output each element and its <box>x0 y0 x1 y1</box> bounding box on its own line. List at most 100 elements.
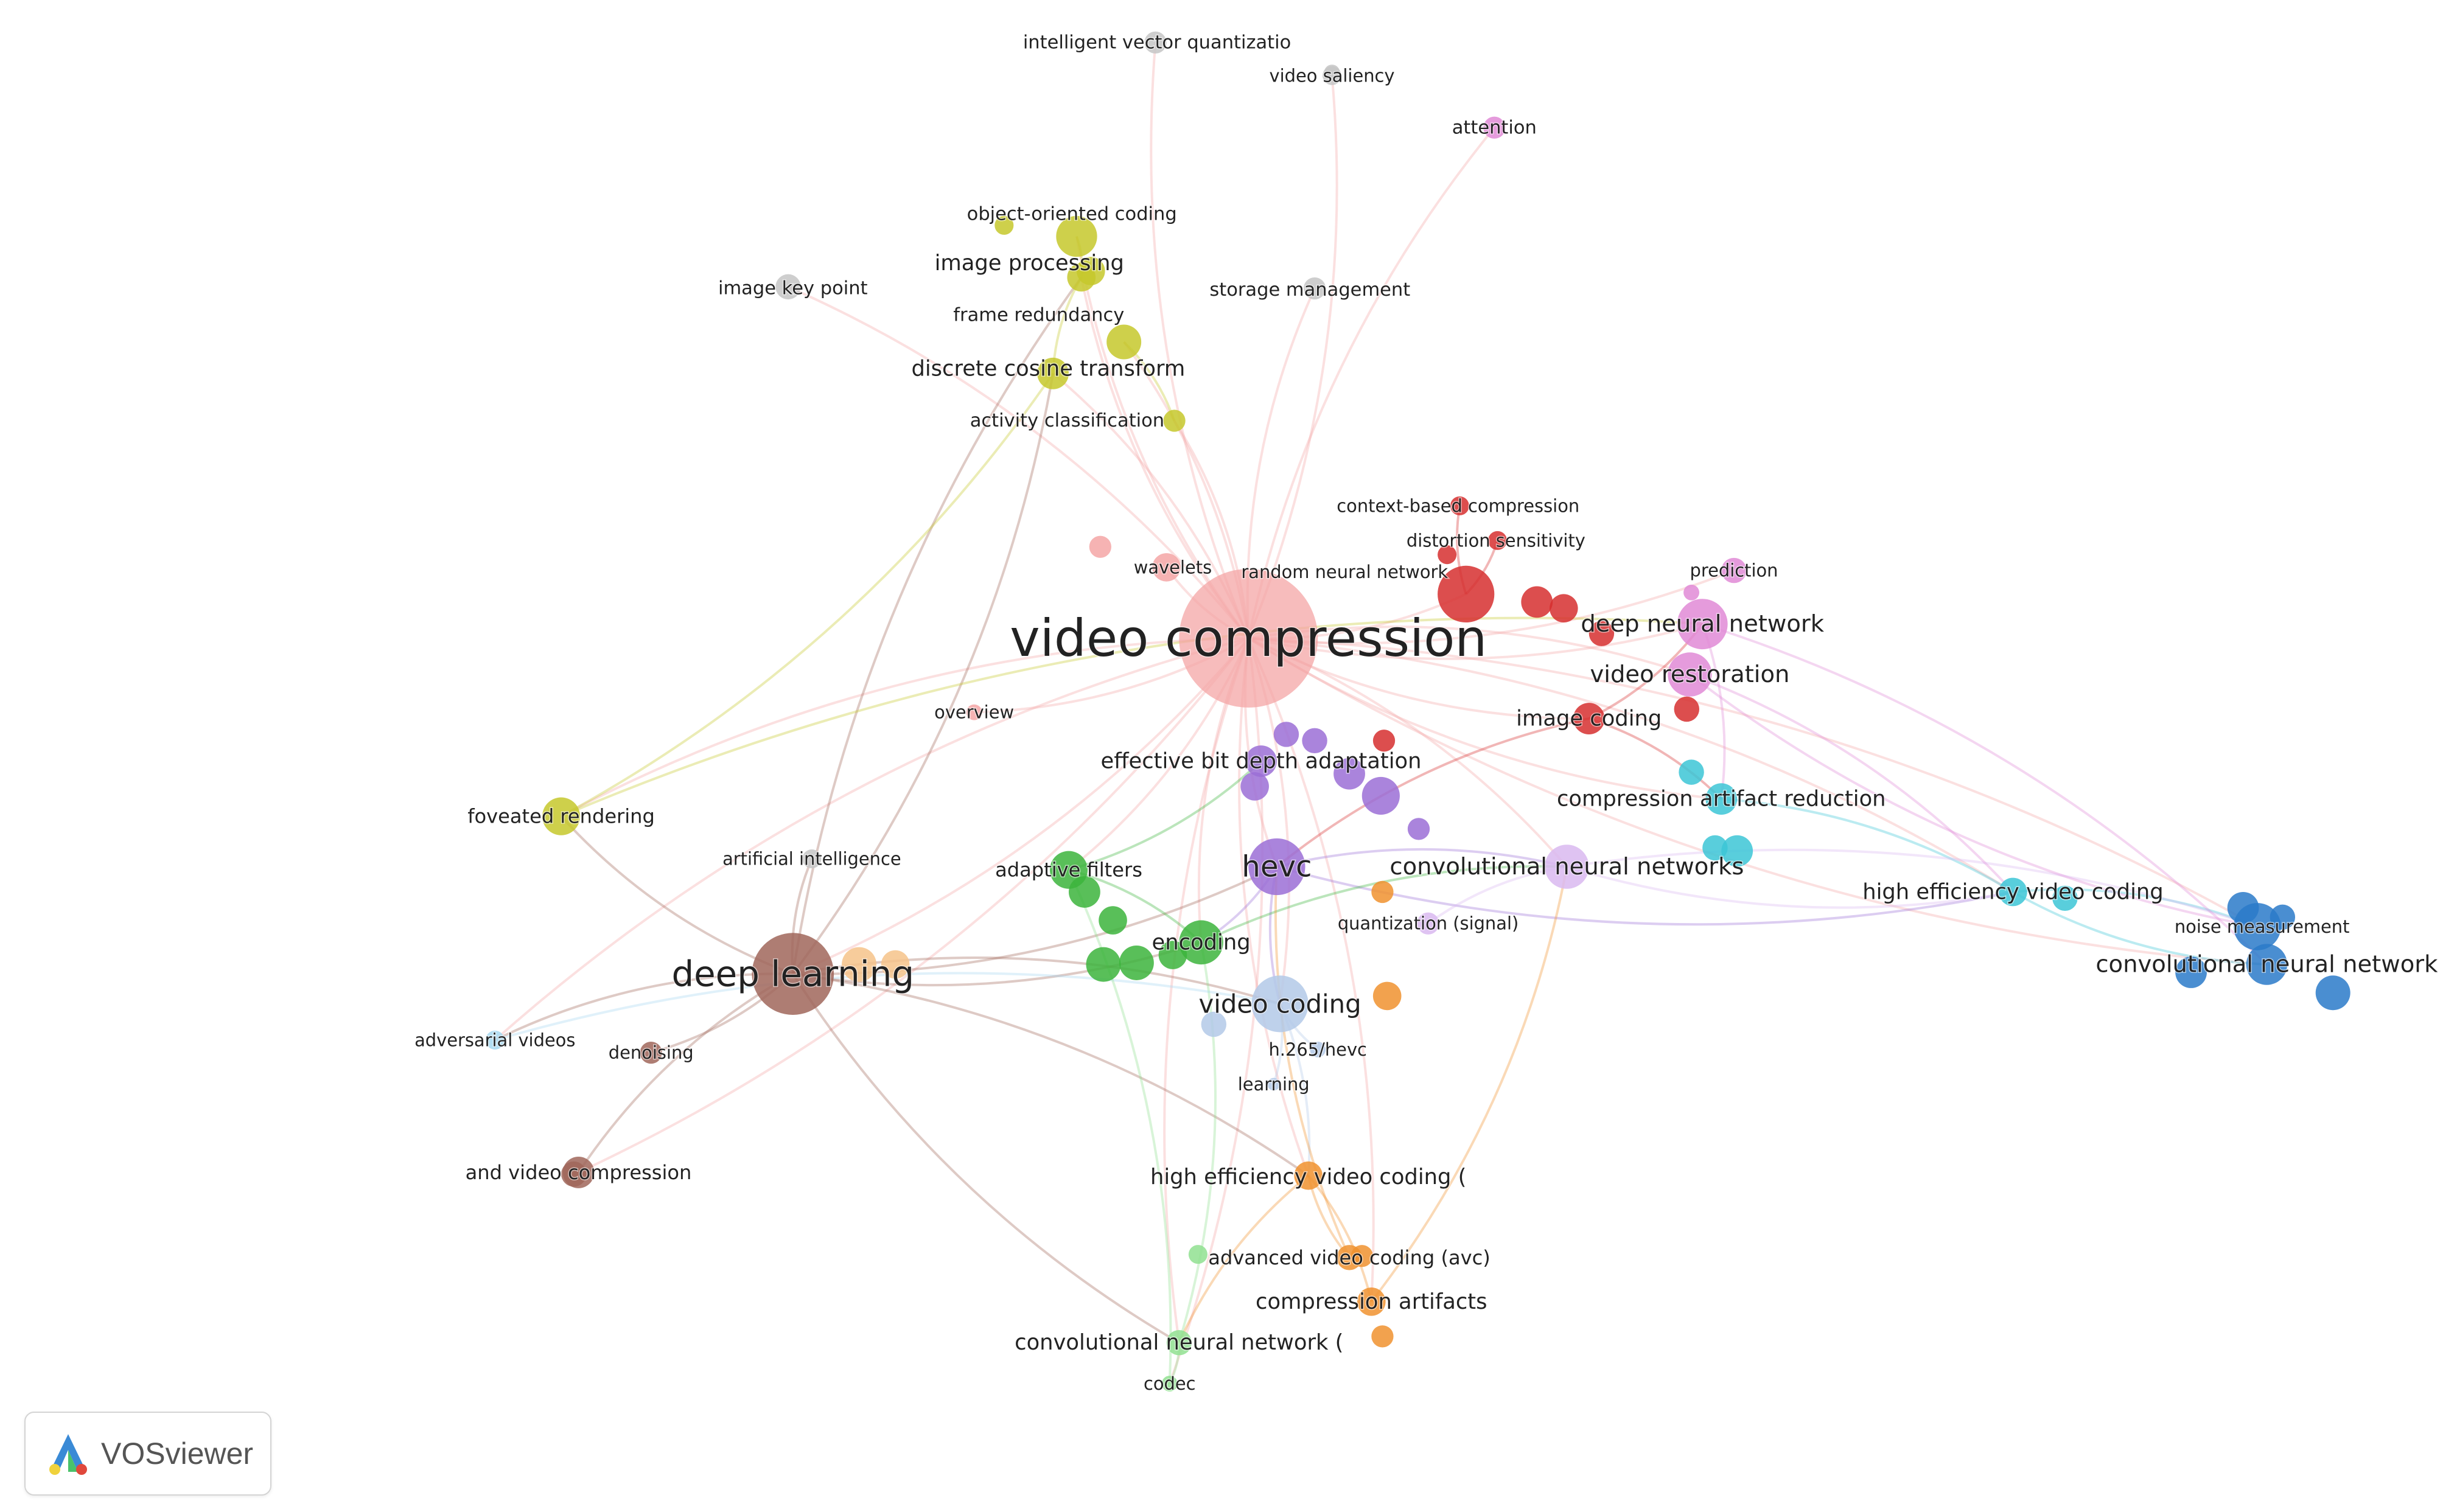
node-image-processing[interactable] <box>1067 263 1096 292</box>
label-image-coding[interactable]: image coding <box>1515 705 1663 732</box>
node-convolutional-neural-networks[interactable] <box>1545 845 1589 889</box>
node-deep-neural-network[interactable] <box>1677 599 1728 650</box>
node-unlabeled-0[interactable] <box>1089 535 1111 558</box>
node-image-key-point[interactable] <box>775 274 801 300</box>
node-unlabeled-29[interactable] <box>1371 880 1394 904</box>
node-unlabeled-36[interactable] <box>994 215 1014 235</box>
node-noise-measurement[interactable] <box>2234 903 2281 950</box>
label-convolutional-neural-network[interactable]: convolutional neural network ( <box>1014 1329 1344 1356</box>
node-unlabeled-11[interactable] <box>1240 772 1269 801</box>
node-unlabeled-21[interactable] <box>1721 835 1753 867</box>
node-unlabeled-5[interactable] <box>1588 621 1615 646</box>
label-context-based-compression[interactable]: context-based compression <box>1336 495 1581 517</box>
node-and-video-compression[interactable] <box>562 1157 595 1188</box>
node-attention[interactable] <box>1483 116 1506 139</box>
node-video-compression[interactable] <box>1179 568 1318 708</box>
node-unlabeled-8[interactable] <box>1674 696 1700 722</box>
node-effective-bit-depth-adaptation[interactable] <box>1245 745 1277 777</box>
node-random-neural-network[interactable] <box>1438 565 1495 623</box>
node-activity-classification[interactable] <box>1163 409 1186 432</box>
node-unlabeled-33[interactable] <box>1188 1245 1208 1264</box>
node-adversarial-videos[interactable] <box>485 1030 505 1050</box>
label-learning[interactable]: learning <box>1237 1073 1310 1095</box>
node-unlabeled-22[interactable] <box>1702 835 1728 861</box>
label-storage-management[interactable]: storage management <box>1209 279 1411 302</box>
node-artificial-intelligence[interactable] <box>802 849 822 869</box>
label-advanced-video-coding-avc[interactable]: advanced video coding (avc) <box>1208 1245 1491 1270</box>
node-denoising[interactable] <box>640 1041 662 1064</box>
node-prediction[interactable] <box>1721 557 1747 584</box>
label-distortion-sensitivity[interactable]: distortion sensitivity <box>1405 529 1586 552</box>
node-wavelets[interactable] <box>1152 553 1181 582</box>
node-codec[interactable] <box>1161 1376 1178 1392</box>
node-unlabeled-10[interactable] <box>1361 776 1400 815</box>
node-unlabeled-32[interactable] <box>1201 1011 1227 1037</box>
label-high-efficiency-video-coding[interactable]: high efficiency video coding ( <box>1149 1164 1467 1191</box>
node-video-restoration[interactable] <box>1668 652 1712 697</box>
label-high-efficiency-video-coding[interactable]: high efficiency video coding <box>1862 879 2164 905</box>
node-compression-artifact-reduction[interactable] <box>1705 783 1738 815</box>
label-image-key-point[interactable]: image key point <box>717 277 869 300</box>
label-noise-measurement[interactable]: noise measurement <box>2173 915 2350 938</box>
node-unlabeled-15[interactable] <box>1086 947 1121 982</box>
node-overview[interactable] <box>966 704 982 720</box>
label-compression-artifacts[interactable]: compression artifacts <box>1255 1288 1489 1315</box>
node-h-265-hevc[interactable] <box>1310 1041 1326 1057</box>
node-unlabeled-14[interactable] <box>1407 818 1430 840</box>
node-video-coding[interactable] <box>1251 975 1309 1033</box>
label-codec[interactable]: codec <box>1142 1373 1197 1395</box>
label-quantization-signal[interactable]: quantization (signal) <box>1337 912 1519 935</box>
node-frame-redundancy[interactable] <box>1106 324 1142 360</box>
label-random-neural-network[interactable]: random neural network <box>1240 561 1449 584</box>
node-unlabeled-7[interactable] <box>1372 730 1396 752</box>
node-quantization-signal[interactable] <box>1417 912 1439 935</box>
label-encoding[interactable]: encoding <box>1151 929 1251 956</box>
label-intelligent-vector-quantizatio[interactable]: intelligent vector quantizatio <box>1022 31 1291 54</box>
label-h-265-hevc[interactable]: h.265/hevc <box>1268 1038 1368 1061</box>
node-encoding[interactable] <box>1179 920 1223 965</box>
node-intelligent-vector-quantizatio[interactable] <box>1144 31 1167 54</box>
label-wavelets[interactable]: wavelets <box>1133 556 1212 579</box>
label-image-processing[interactable]: image processing <box>934 250 1125 277</box>
node-unlabeled-1[interactable] <box>842 947 877 982</box>
label-video-coding[interactable]: video coding <box>1198 988 1362 1020</box>
node-video-saliency[interactable] <box>1323 66 1342 85</box>
node-foveated-rendering[interactable] <box>542 797 581 835</box>
label-convolutional-neural-network[interactable]: convolutional neural network <box>2095 950 2439 979</box>
node-object-oriented-coding[interactable] <box>1056 215 1097 257</box>
node-unlabeled-16[interactable] <box>1119 946 1154 980</box>
label-prediction[interactable]: prediction <box>1689 559 1779 582</box>
node-unlabeled-24[interactable] <box>2175 956 2207 988</box>
label-hevc[interactable]: hevc <box>1241 849 1313 885</box>
node-unlabeled-9[interactable] <box>1333 758 1365 790</box>
node-unlabeled-12[interactable] <box>1302 728 1327 754</box>
node-unlabeled-23[interactable] <box>2052 885 2078 911</box>
node-discrete-cosine-transform[interactable] <box>1037 357 1069 389</box>
node-distortion-sensitivity[interactable] <box>1487 531 1508 550</box>
node-storage-management[interactable] <box>1303 277 1326 300</box>
node-compression-artifacts[interactable] <box>1357 1287 1386 1316</box>
node-unlabeled-20[interactable] <box>1679 759 1704 785</box>
label-discrete-cosine-transform[interactable]: discrete cosine transform <box>910 355 1186 382</box>
node-high-efficiency-video-coding[interactable] <box>1999 877 2027 907</box>
label-frame-redundancy[interactable]: frame redundancy <box>952 304 1125 327</box>
node-convolutional-neural-network[interactable] <box>2246 944 2288 985</box>
label-video-compression[interactable]: video compression <box>1009 607 1488 669</box>
label-deep-learning[interactable]: deep learning <box>671 952 915 995</box>
node-learning[interactable] <box>1267 1078 1281 1091</box>
node-advanced-video-coding-avc[interactable] <box>1337 1245 1362 1270</box>
node-unlabeled-17[interactable] <box>1099 906 1127 935</box>
label-compression-artifact-reduction[interactable]: compression artifact reduction <box>1556 786 1887 812</box>
label-overview[interactable]: overview <box>934 701 1015 723</box>
label-convolutional-neural-networks[interactable]: convolutional neural networks <box>1389 852 1745 882</box>
label-adversarial-videos[interactable]: adversarial videos <box>414 1029 576 1051</box>
label-and-video-compression[interactable]: and video compression <box>464 1160 693 1185</box>
node-deep-learning[interactable] <box>752 933 834 1015</box>
node-high-efficiency-video-coding[interactable] <box>1294 1161 1323 1190</box>
node-unlabeled-3[interactable] <box>1521 586 1553 618</box>
label-denoising[interactable]: denoising <box>607 1042 694 1064</box>
label-object-oriented-coding[interactable]: object-oriented coding <box>966 203 1178 226</box>
label-adaptive-filters[interactable]: adaptive filters <box>994 857 1144 882</box>
label-activity-classification[interactable]: activity classification <box>969 409 1165 433</box>
